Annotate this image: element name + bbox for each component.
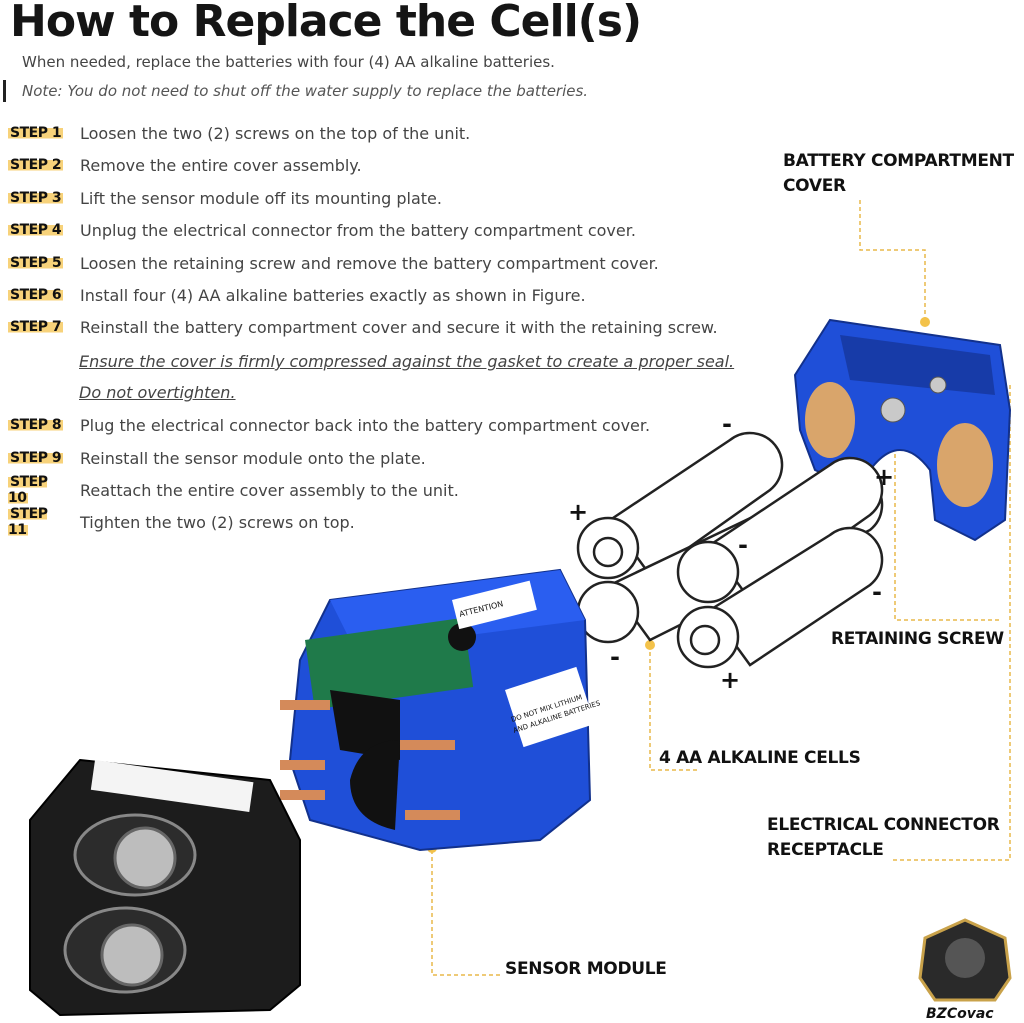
sensor-lens-bottom (100, 923, 164, 987)
battery-cover-label-line2: COVER (783, 176, 846, 196)
step-item: STEP 2 Remove the entire cover assembly. (8, 152, 362, 178)
step-text: Loosen the two (2) screws on the top of … (80, 123, 471, 143)
step-text: Reinstall the battery compartment cover … (80, 317, 718, 337)
step-item: STEP 6 Install four (4) AA alkaline batte… (8, 282, 586, 308)
polarity-minus: - (872, 578, 882, 606)
retaining-screw-label: RETAINING SCREW (831, 629, 1004, 649)
note-text: Note: You do not need to shut off the wa… (22, 82, 589, 100)
step-tag: STEP 6 (8, 287, 64, 303)
step-text: Reinstall the sensor module onto the pla… (80, 448, 426, 468)
battery-2-end (576, 580, 640, 644)
step-text: Plug the electrical connector back into … (80, 415, 651, 435)
step7-seal-note: Ensure the cover is firmly compressed ag… (79, 352, 735, 371)
step-item: STEP 4 Unplug the electrical connector fr… (8, 217, 636, 243)
sensor-lens-top (113, 826, 177, 890)
step-item: STEP 1 Loosen the two (2) screws on the t… (8, 120, 470, 146)
polarity-minus: - (738, 531, 748, 559)
battery-cover-label-line1: BATTERY COMPARTMENT (783, 151, 1014, 171)
battery-3-end (676, 540, 740, 604)
step-tag: STEP 9 (8, 450, 64, 466)
polarity-plus: + (874, 463, 894, 491)
step-text: Reattach the entire cover assembly to th… (80, 480, 459, 500)
step-item: STEP 8 Plug the electrical connector back… (8, 412, 650, 438)
intro-text: When needed, replace the batteries with … (22, 53, 555, 71)
cover-dot (920, 317, 930, 327)
sensor-module (29, 758, 301, 1017)
aa-battery-stack (576, 431, 884, 669)
polarity-minus: - (722, 410, 732, 438)
step-tag: STEP 4 (8, 222, 64, 238)
battery-1-terminal (592, 536, 624, 568)
step-item: STEP 9 Reinstall the sensor module onto t… (8, 445, 426, 471)
sensor-leader (431, 850, 500, 976)
circuit-board (305, 617, 474, 710)
step-text: Install four (4) AA alkaline batteries e… (80, 285, 586, 305)
battery-holder: ATTENTION DO NOT MIX LITHIUM AND ALKALIN… (280, 568, 602, 852)
step-text: Lift the sensor module off its mounting … (80, 188, 442, 208)
step-tag: STEP 3 (8, 190, 64, 206)
polarity-plus: + (720, 666, 740, 694)
alkaline-cells-label: 4 AA ALKALINE CELLS (659, 748, 861, 768)
step-tag: STEP 5 (8, 255, 64, 271)
page-title: How to Replace the Cell(s) (10, 0, 642, 47)
polarity-plus: + (568, 498, 588, 526)
step-item: STEP 3 Lift the sensor module off its mou… (8, 185, 442, 211)
connector-label-line2: RECEPTACLE (767, 840, 884, 860)
battery-4 (708, 526, 884, 667)
step-tag: STEP 8 (8, 417, 64, 433)
cover-leader (859, 200, 926, 320)
step-tag: STEP 11 (8, 506, 48, 538)
step7-overtighten-note: Do not overtighten. (79, 383, 236, 402)
brand-logo: BZCovac (918, 918, 1012, 1022)
note-marker (3, 80, 6, 102)
step-tag: STEP 7 (8, 319, 64, 335)
step-tag: STEP 1 (8, 125, 64, 141)
step-item: STEP 5 Loosen the retaining screw and rem… (8, 250, 659, 276)
cells-dot (645, 640, 655, 650)
polarity-marks: + - - - + - + (568, 410, 894, 694)
battery-3 (708, 456, 884, 602)
step-text: Loosen the retaining screw and remove th… (80, 253, 659, 273)
battery-4-terminal (689, 624, 721, 656)
battery-1 (608, 431, 784, 577)
step-text: Tighten the two (2) screws on top. (80, 512, 355, 532)
step-item: STEP 10 Reattach the entire cover assembl… (8, 474, 459, 506)
step-item: STEP 7 Reinstall the battery compartment … (8, 314, 718, 340)
connector-label-line1: ELECTRICAL CONNECTOR (767, 815, 1000, 835)
step-tag: STEP 10 (8, 474, 48, 506)
step-item: STEP 11 Tighten the two (2) screws on top… (8, 506, 355, 538)
step-tag: STEP 2 (8, 157, 64, 173)
sensor-module-label: SENSOR MODULE (505, 959, 667, 979)
brand-name: BZCovac (926, 1006, 994, 1022)
polarity-minus: - (610, 643, 620, 671)
step-text: Remove the entire cover assembly. (80, 155, 362, 175)
step-text: Unplug the electrical connector from the… (80, 220, 636, 240)
